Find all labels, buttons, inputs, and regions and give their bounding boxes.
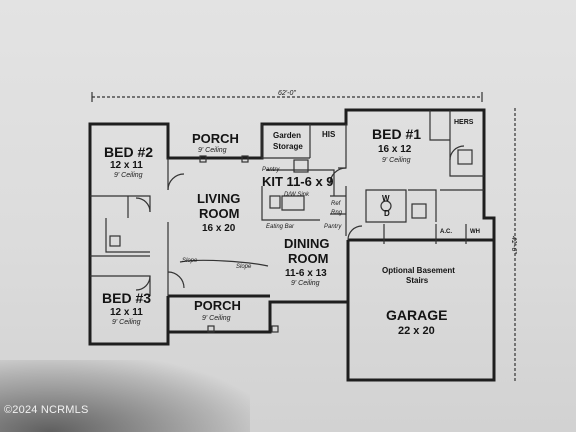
slope-label-2: Slope [236, 264, 252, 270]
top-dimension-label: 62'-0" [278, 90, 296, 97]
porch-top-label: PORCH [192, 131, 239, 146]
his-closet-label: HIS [322, 130, 336, 139]
watermark-text: ©2024 NCRMLS [4, 404, 89, 416]
garage-size: 22 x 20 [398, 325, 435, 337]
dw-sink-label: D/W Sink [284, 192, 310, 198]
dining-size: 11-6 x 13 [285, 268, 327, 279]
bed3-label: BED #3 [102, 290, 151, 306]
bed3-ceiling: 9' Ceiling [112, 319, 141, 326]
garden-storage-label-2: Storage [273, 142, 303, 151]
bed2-ceiling: 9' Ceiling [114, 172, 143, 179]
garden-storage-label-1: Garden [273, 131, 301, 140]
ref-label: Ref [331, 201, 342, 207]
porch-top-ceiling: 9' Ceiling [198, 147, 227, 154]
bed1-ceiling: 9' Ceiling [382, 157, 411, 164]
bed1-size: 16 x 12 [378, 144, 412, 155]
fixtures [109, 149, 473, 333]
slope-label-1: Slope [182, 258, 198, 264]
water-heater-label: WH [470, 229, 480, 235]
side-dimension-label: 41'-6" [510, 236, 517, 254]
range-label: Rng [331, 210, 343, 216]
pantry-label: Pantry [262, 167, 280, 173]
basement-stairs-label-2: Stairs [406, 276, 429, 285]
basement-stairs-label-1: Optional Basement [382, 266, 455, 275]
bed1-label: BED #1 [372, 126, 421, 142]
door-swings [135, 145, 465, 291]
kitchen-label: KIT 11-6 x 9 [262, 174, 334, 189]
top-dimension-line [91, 92, 483, 102]
porch-bottom-label: PORCH [194, 298, 241, 313]
bed3-size: 12 x 11 [110, 307, 143, 318]
dining-label-2: ROOM [288, 251, 328, 266]
ac-label: A.C. [440, 229, 452, 235]
interior-walls [90, 110, 484, 296]
bed2-size: 12 x 11 [110, 160, 143, 171]
dining-label-1: DINING [284, 236, 330, 251]
porch-bottom-ceiling: 9' Ceiling [202, 315, 231, 322]
living-label-2: ROOM [199, 206, 239, 221]
hers-closet-label: HERS [454, 119, 474, 126]
pantry2-label: Pantry [324, 224, 342, 230]
living-label-1: LIVING [197, 191, 240, 206]
dryer-label: D [384, 209, 390, 218]
eating-bar-label: Eating Bar [266, 224, 295, 230]
garage-label: GARAGE [386, 307, 447, 323]
photo-shadow [0, 360, 250, 432]
dining-ceiling: 9' Ceiling [291, 280, 320, 287]
washer-label: W [382, 194, 390, 203]
living-size: 16 x 20 [202, 223, 236, 234]
bed2-label: BED #2 [104, 144, 153, 160]
